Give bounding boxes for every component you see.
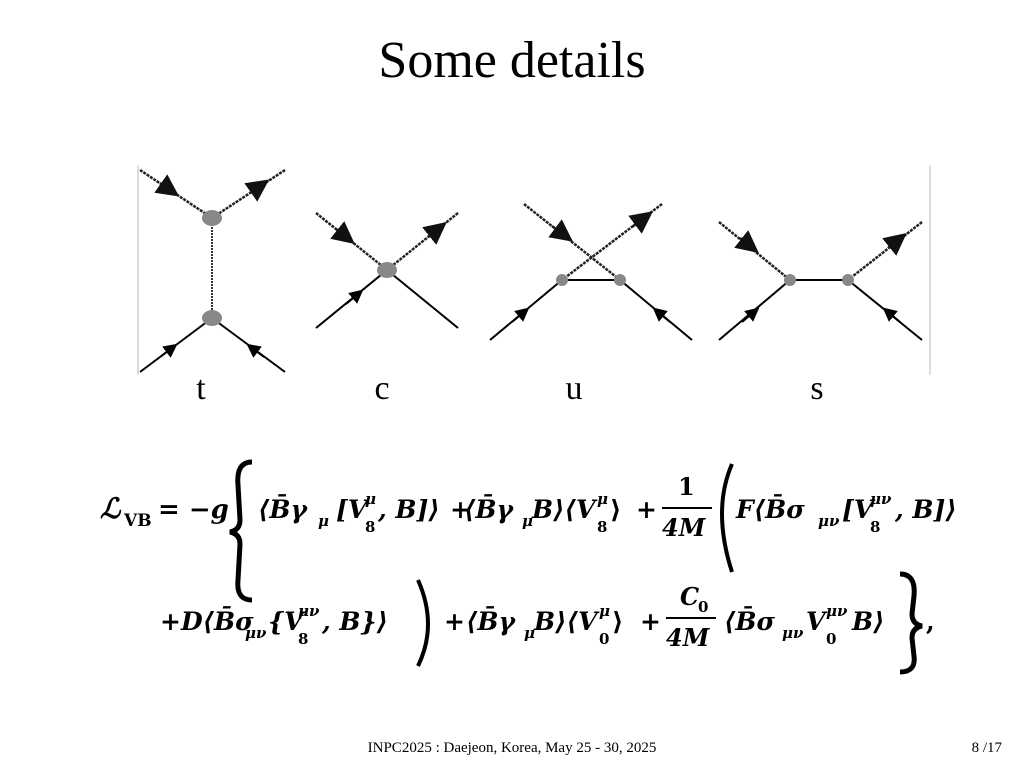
eq-t4-sup: μν <box>298 602 320 620</box>
eq-big-paren-open <box>720 463 734 573</box>
feynman-diagrams <box>137 165 931 375</box>
diagram-label-u: u <box>565 370 583 407</box>
eq-t6-close: B⟩ <box>851 607 885 636</box>
eq-frac2-num-sub: 0 <box>698 598 708 616</box>
eq-t2-mid: B⟩⟨V <box>531 495 598 524</box>
eq-t4-open: +D⟨B̄σ <box>160 606 254 636</box>
eq-t5-sup: μ <box>599 602 610 620</box>
eq-t6-sup: μν <box>826 602 848 620</box>
eq-t1-close: , B]⟩ <box>377 495 440 524</box>
eq-t5-mid: B⟩⟨V <box>533 607 600 636</box>
eq-plus2: + <box>636 495 657 524</box>
eq-big-brace-open <box>229 459 253 603</box>
diagram-u-channel <box>489 203 693 341</box>
eq-frac2-num: C <box>680 582 699 611</box>
eq-t2-sup: μ <box>597 490 608 508</box>
diagram-label-t: t <box>196 370 206 407</box>
diagram-t-channel <box>139 168 286 373</box>
eq-lhs: ℒ <box>100 492 122 525</box>
eq-t3-sub2: 8 <box>870 518 880 536</box>
eq-t3-close: , B]⟩ <box>894 495 957 524</box>
eq-t6-sub2: 0 <box>826 630 836 648</box>
eq-t5-open: ⟨B̄γ <box>466 606 517 636</box>
eq-t6-open: ⟨B̄σ <box>724 606 776 636</box>
eq-t3-sup: μν <box>870 490 892 508</box>
eq-t2-open: ⟨B̄γ <box>464 494 515 524</box>
diagram-s-channel <box>718 221 923 341</box>
eq-plus4: + <box>640 607 661 636</box>
diagram-label-c: c <box>374 370 390 407</box>
eq-t4-brace: {V <box>268 607 306 636</box>
page-number: 8 /17 <box>971 740 1002 756</box>
eq-comma: , <box>926 607 935 636</box>
eq-t5-sub2: 0 <box>599 630 609 648</box>
eq-t1-bracket: [V <box>336 495 370 524</box>
eq-t3-bracket: [V <box>842 495 876 524</box>
eq-t5-sub: μ <box>524 624 535 642</box>
eq-plus1: + <box>450 495 471 524</box>
eq-plus3: + <box>444 607 465 636</box>
eq-frac1-den: 4M <box>662 513 707 542</box>
eq-t2-close: ⟩ <box>610 495 621 524</box>
eq-equals: = −g <box>158 495 229 525</box>
eq-t4-close: , B}⟩ <box>321 607 388 636</box>
eq-t6-V: V <box>806 607 828 636</box>
eq-t6-sub: μν <box>782 624 804 642</box>
eq-t5-close: ⟩ <box>612 607 623 636</box>
eq-t2-sub2: 8 <box>597 518 607 536</box>
eq-t4-sub: μν <box>245 624 267 642</box>
eq-t1-open: ⟨B̄γ <box>258 494 309 524</box>
eq-t4-sub2: 8 <box>298 630 308 648</box>
eq-big-paren-close <box>416 579 430 667</box>
eq-t3-F: F⟨B̄σ <box>735 494 805 524</box>
eq-t1-sub2: 8 <box>365 518 375 536</box>
eq-t3-sub: μν <box>818 512 840 530</box>
eq-t1-sup: μ <box>365 490 376 508</box>
eq-frac2-den: 4M <box>666 623 711 652</box>
lagrangian-equation: ℒ VB = −g ⟨B̄γ μ [V μ 8 , B]⟩ + ⟨B̄γ μ B… <box>100 459 957 675</box>
diagram-label-s: s <box>810 370 824 407</box>
eq-t1-sub: μ <box>318 512 329 530</box>
eq-frac1-num: 1 <box>678 472 695 501</box>
slide-title: Some details <box>378 32 646 89</box>
eq-lhs-sub: VB <box>123 511 152 531</box>
footer-venue: INPC2025 : Daejeon, Korea, May 25 - 30, … <box>367 740 657 756</box>
eq-t2-sub: μ <box>522 512 533 530</box>
diagram-c-channel <box>315 212 459 329</box>
eq-big-brace-close <box>899 571 923 675</box>
